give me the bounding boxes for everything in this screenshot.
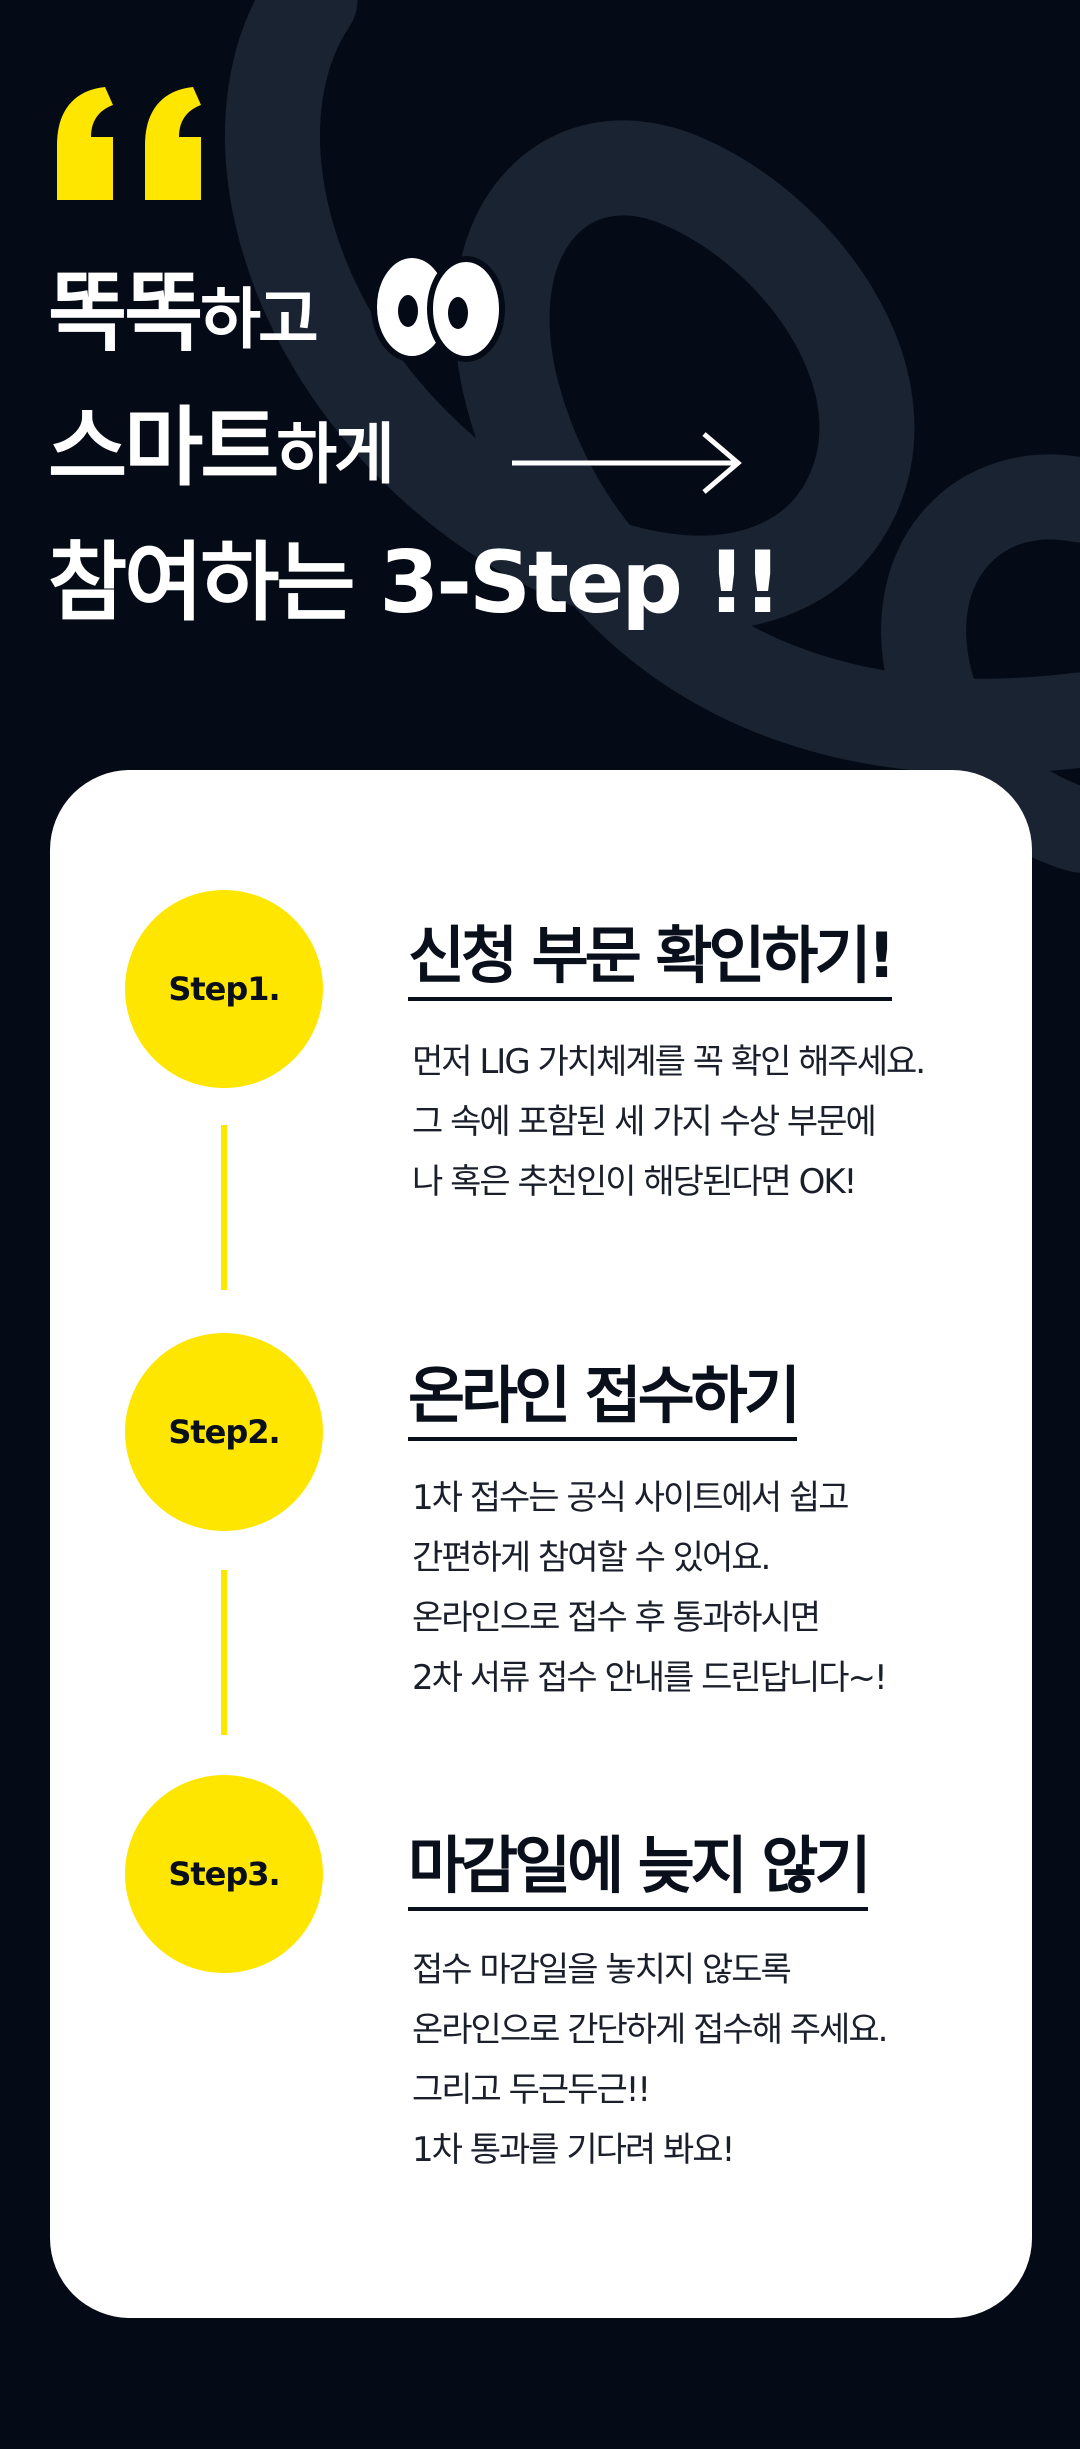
step-2-line-2: 간편하게 참여할 수 있어요. bbox=[412, 1538, 771, 1578]
background-swirl bbox=[225, 0, 1080, 873]
eyes-icon bbox=[371, 248, 505, 362]
headline-line-1-rest: 하고 bbox=[200, 281, 318, 358]
headline-line-2-rest: 하게 bbox=[276, 416, 394, 493]
step-2-line-4: 2차 서류 접수 안내를 드린답니다~! bbox=[412, 1658, 888, 1698]
step-2-line-3: 온라인으로 접수 후 통과하시면 bbox=[412, 1598, 821, 1638]
step-3-line-1: 접수 마감일을 놓치지 않도록 bbox=[412, 1950, 792, 1990]
step-3-line-2: 온라인으로 간단하게 접수해 주세요. bbox=[412, 2010, 888, 2050]
headline-line-2-emphasis: 스마트 bbox=[48, 398, 279, 498]
step-connector-2 bbox=[221, 1570, 227, 1735]
step-1-description: 먼저 LIG 가치체계를 꼭 확인 해주세요. 그 속에 포함된 세 가지 수상… bbox=[412, 1032, 1012, 1212]
step-2-description: 1차 접수는 공식 사이트에서 쉽고 간편하게 참여할 수 있어요. 온라인으로… bbox=[412, 1468, 1012, 1708]
step-1-badge-label: Step1. bbox=[168, 970, 280, 1008]
quote-icon bbox=[57, 87, 201, 200]
step-2-title: 온라인 접수하기 bbox=[408, 1365, 801, 1441]
step-3-description: 접수 마감일을 놓치지 않도록 온라인으로 간단하게 접수해 주세요. 그리고 … bbox=[412, 1940, 1012, 2180]
arrow-right-icon bbox=[512, 432, 742, 494]
step-3-line-4: 1차 통과를 기다려 봐요! bbox=[412, 2130, 735, 2170]
step-2-badge-label: Step2. bbox=[168, 1413, 280, 1451]
step-3-line-3: 그리고 두근두근!! bbox=[412, 2070, 651, 2110]
step-2-badge: Step2. bbox=[125, 1333, 323, 1531]
headline-line-1: 똑똑하고 bbox=[48, 270, 319, 358]
step-1-line-1: 먼저 LIG 가치체계를 꼭 확인 해주세요. bbox=[412, 1042, 926, 1082]
headline-line-2: 스마트하게 bbox=[48, 405, 395, 493]
step-3-badge-label: Step3. bbox=[168, 1855, 280, 1893]
step-3-title: 마감일에 늦지 않기 bbox=[408, 1835, 871, 1911]
step-1-line-3: 나 혹은 추천인이 해당된다면 OK! bbox=[412, 1162, 857, 1202]
headline-line-3-text: 참여하는 3-Step !! bbox=[48, 533, 782, 633]
step-2-line-1: 1차 접수는 공식 사이트에서 쉽고 bbox=[412, 1478, 850, 1518]
step-connector-1 bbox=[221, 1125, 227, 1290]
headline-line-1-emphasis: 똑똑 bbox=[48, 263, 203, 363]
steps-card: Step1. 신청 부문 확인하기! 먼저 LIG 가치체계를 꼭 확인 해주세… bbox=[50, 770, 1032, 2318]
step-1-line-2: 그 속에 포함된 세 가지 수상 부문에 bbox=[412, 1102, 877, 1142]
step-1-title: 신청 부문 확인하기! bbox=[408, 925, 896, 1001]
step-1-badge: Step1. bbox=[125, 890, 323, 1088]
step-3-badge: Step3. bbox=[125, 1775, 323, 1973]
headline-line-3: 참여하는 3-Step !! bbox=[48, 540, 782, 626]
